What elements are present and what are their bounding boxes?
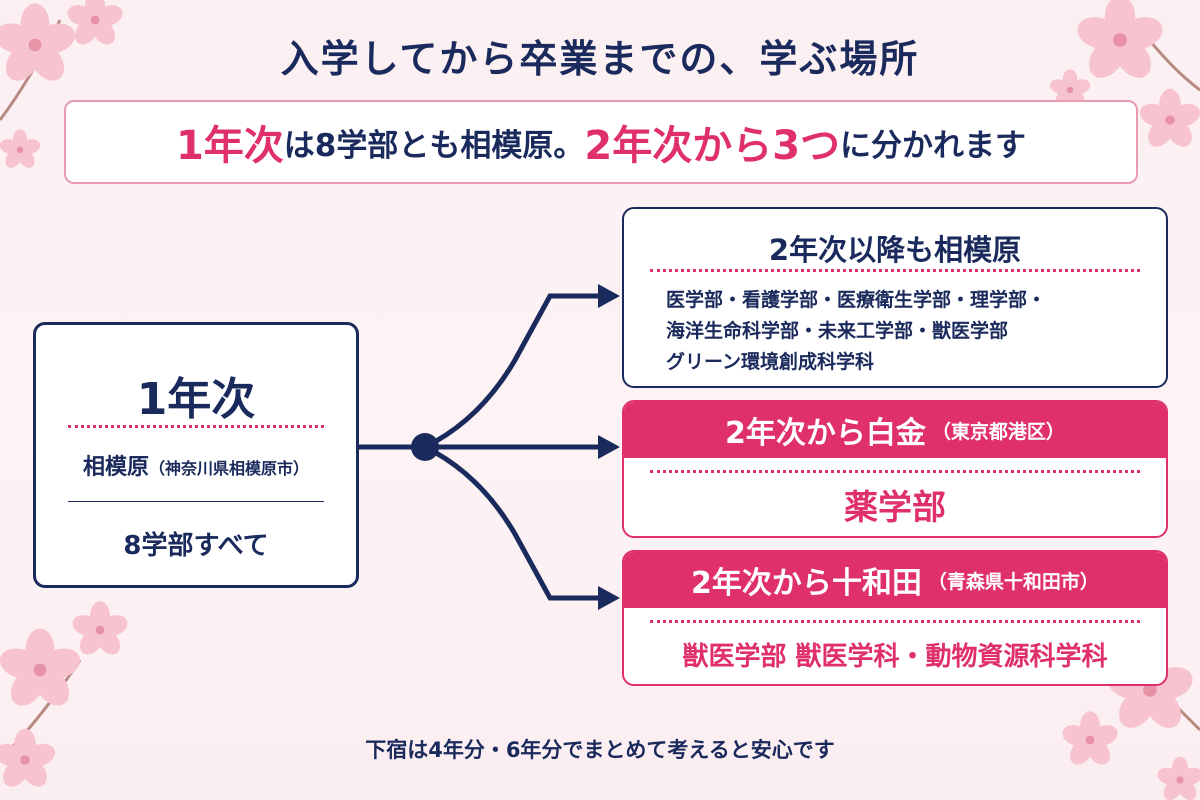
banner-text-2: に分かれます <box>840 127 1027 164</box>
first-year-campus-name: 相模原 <box>82 455 149 480</box>
branch-towada-header: 2年次から十和田（青森県十和田市） <box>624 552 1166 608</box>
first-year-heading: 1年次 <box>136 374 256 425</box>
connector-branch-bottom <box>422 444 603 601</box>
first-year-campus-location: （神奈川県相模原市） <box>149 459 310 478</box>
branch-sagamihara-faculties: 医学部・看護学部・医療衛生学部・理学部・ 海洋生命科学部・未来工学部・獣医学部 … <box>666 285 1146 378</box>
first-year-divider-dotted <box>68 425 324 428</box>
banner-first-year: 1年次 <box>175 123 284 169</box>
faculty-line: 医学部・看護学部・医療衛生学部・理学部・ <box>666 289 1047 311</box>
branch-sagamihara-heading: 2年次以降も相模原 <box>768 233 1022 267</box>
branch-sagamihara-divider <box>650 269 1140 272</box>
branch-shirokane-box: 2年次から白金（東京都港区） 薬学部 <box>622 400 1168 538</box>
footer-note: 下宿は4年分・6年分でまとめて考えると安心です <box>365 738 835 762</box>
summary-banner: 1年次 は8学部とも相模原。 2年次から3つ に分かれます <box>64 100 1138 184</box>
branch-towada-faculties: 獣医学部 獣医学科・動物資源科学科 <box>682 642 1108 672</box>
faculty-line: 海洋生命科学部・未来工学部・獣医学部 <box>666 320 1009 342</box>
arrow-head-top <box>598 284 620 308</box>
branch-shirokane-divider <box>650 470 1140 473</box>
branch-sagamihara-box: 2年次以降も相模原 医学部・看護学部・医療衛生学部・理学部・ 海洋生命科学部・未… <box>622 207 1168 388</box>
branch-shirokane-location: （東京都港区） <box>931 420 1065 443</box>
faculty-line: グリーン環境創成科学科 <box>666 351 875 373</box>
arrow-head-middle <box>598 435 620 459</box>
branch-shirokane-faculties: 薬学部 <box>844 488 946 528</box>
branch-shirokane-header: 2年次から白金（東京都港区） <box>624 402 1166 458</box>
branch-towada-box: 2年次から十和田（青森県十和田市） 獣医学部 獣医学科・動物資源科学科 <box>622 550 1168 686</box>
first-year-box: 1年次 相模原（神奈川県相模原市） 8学部すべて <box>33 322 359 588</box>
first-year-campus: 相模原（神奈川県相模原市） <box>36 449 356 481</box>
junction-dot <box>411 433 439 461</box>
arrow-head-bottom <box>598 586 620 610</box>
branch-towada-heading: 2年次から十和田 <box>691 566 922 601</box>
first-year-faculties: 8学部すべて <box>123 531 269 561</box>
branch-towada-divider <box>650 620 1140 623</box>
branch-towada-location: （青森県十和田市） <box>927 570 1099 593</box>
branch-shirokane-heading: 2年次から白金 <box>725 416 926 451</box>
banner-text-1: は8学部とも相模原。 <box>283 127 585 164</box>
banner-second-year: 2年次から3つ <box>584 123 841 169</box>
first-year-divider <box>68 501 324 502</box>
page-title: 入学してから卒業までの、学ぶ場所 <box>280 37 920 81</box>
connector-branch-top <box>422 293 603 450</box>
